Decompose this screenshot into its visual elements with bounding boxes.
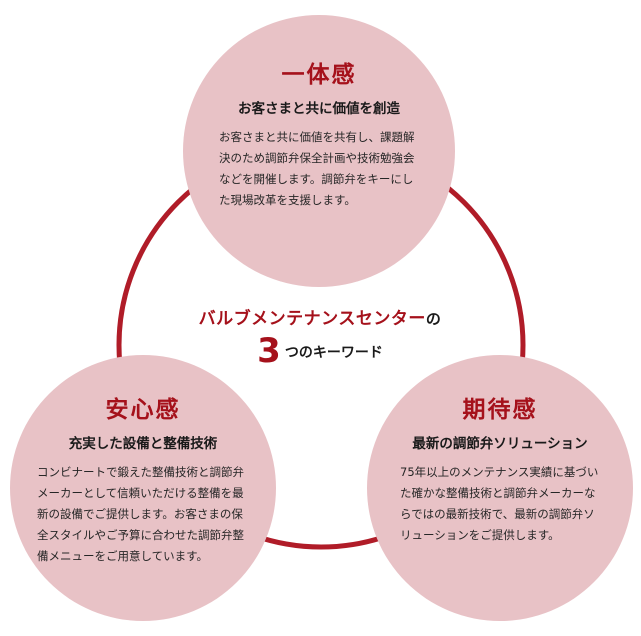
keyword-bubble-expectation: 期待感 最新の調節弁ソリューション 75年以上のメンテナンス実績に基づいた確かな… bbox=[367, 355, 633, 621]
keyword-description: コンビナートで鍛えた整備技術と調節弁メーカーとして信頼いただける整備を最新の設備… bbox=[37, 465, 244, 563]
keyword-subtitle: 充実した設備と整備技術 bbox=[68, 436, 218, 452]
center-org-name: バルブメンテナンスセンター bbox=[198, 309, 426, 329]
keyword-description: 75年以上のメンテナンス実績に基づいた確かな整備技術と調節弁メーカーならではの最… bbox=[400, 465, 599, 542]
center-keywords-label: つのキーワード bbox=[284, 345, 383, 361]
keyword-description: お客さまと共に価値を共有し、課題解決のため調節弁保全計画や技術勉強会などを開催し… bbox=[219, 130, 415, 207]
center-heading-line1: バルブメンテナンスセンターの bbox=[160, 304, 480, 329]
center-particle: の bbox=[425, 310, 442, 328]
keyword-title: 期待感 bbox=[462, 397, 538, 423]
keyword-title: 一体感 bbox=[281, 62, 357, 88]
keyword-subtitle: お客さまと共に価値を創造 bbox=[238, 101, 400, 117]
keyword-count: 3 bbox=[257, 331, 281, 371]
keyword-subtitle: 最新の調節弁ソリューション bbox=[412, 436, 588, 452]
keyword-bubble-unity: 一体感 お客さまと共に価値を創造 お客さまと共に価値を共有し、課題解決のため調節… bbox=[183, 15, 455, 287]
keyword-bubble-reassurance: 安心感 充実した設備と整備技術 コンビナートで鍛えた整備技術と調節弁メーカーとし… bbox=[10, 355, 276, 621]
keyword-title: 安心感 bbox=[105, 397, 181, 423]
